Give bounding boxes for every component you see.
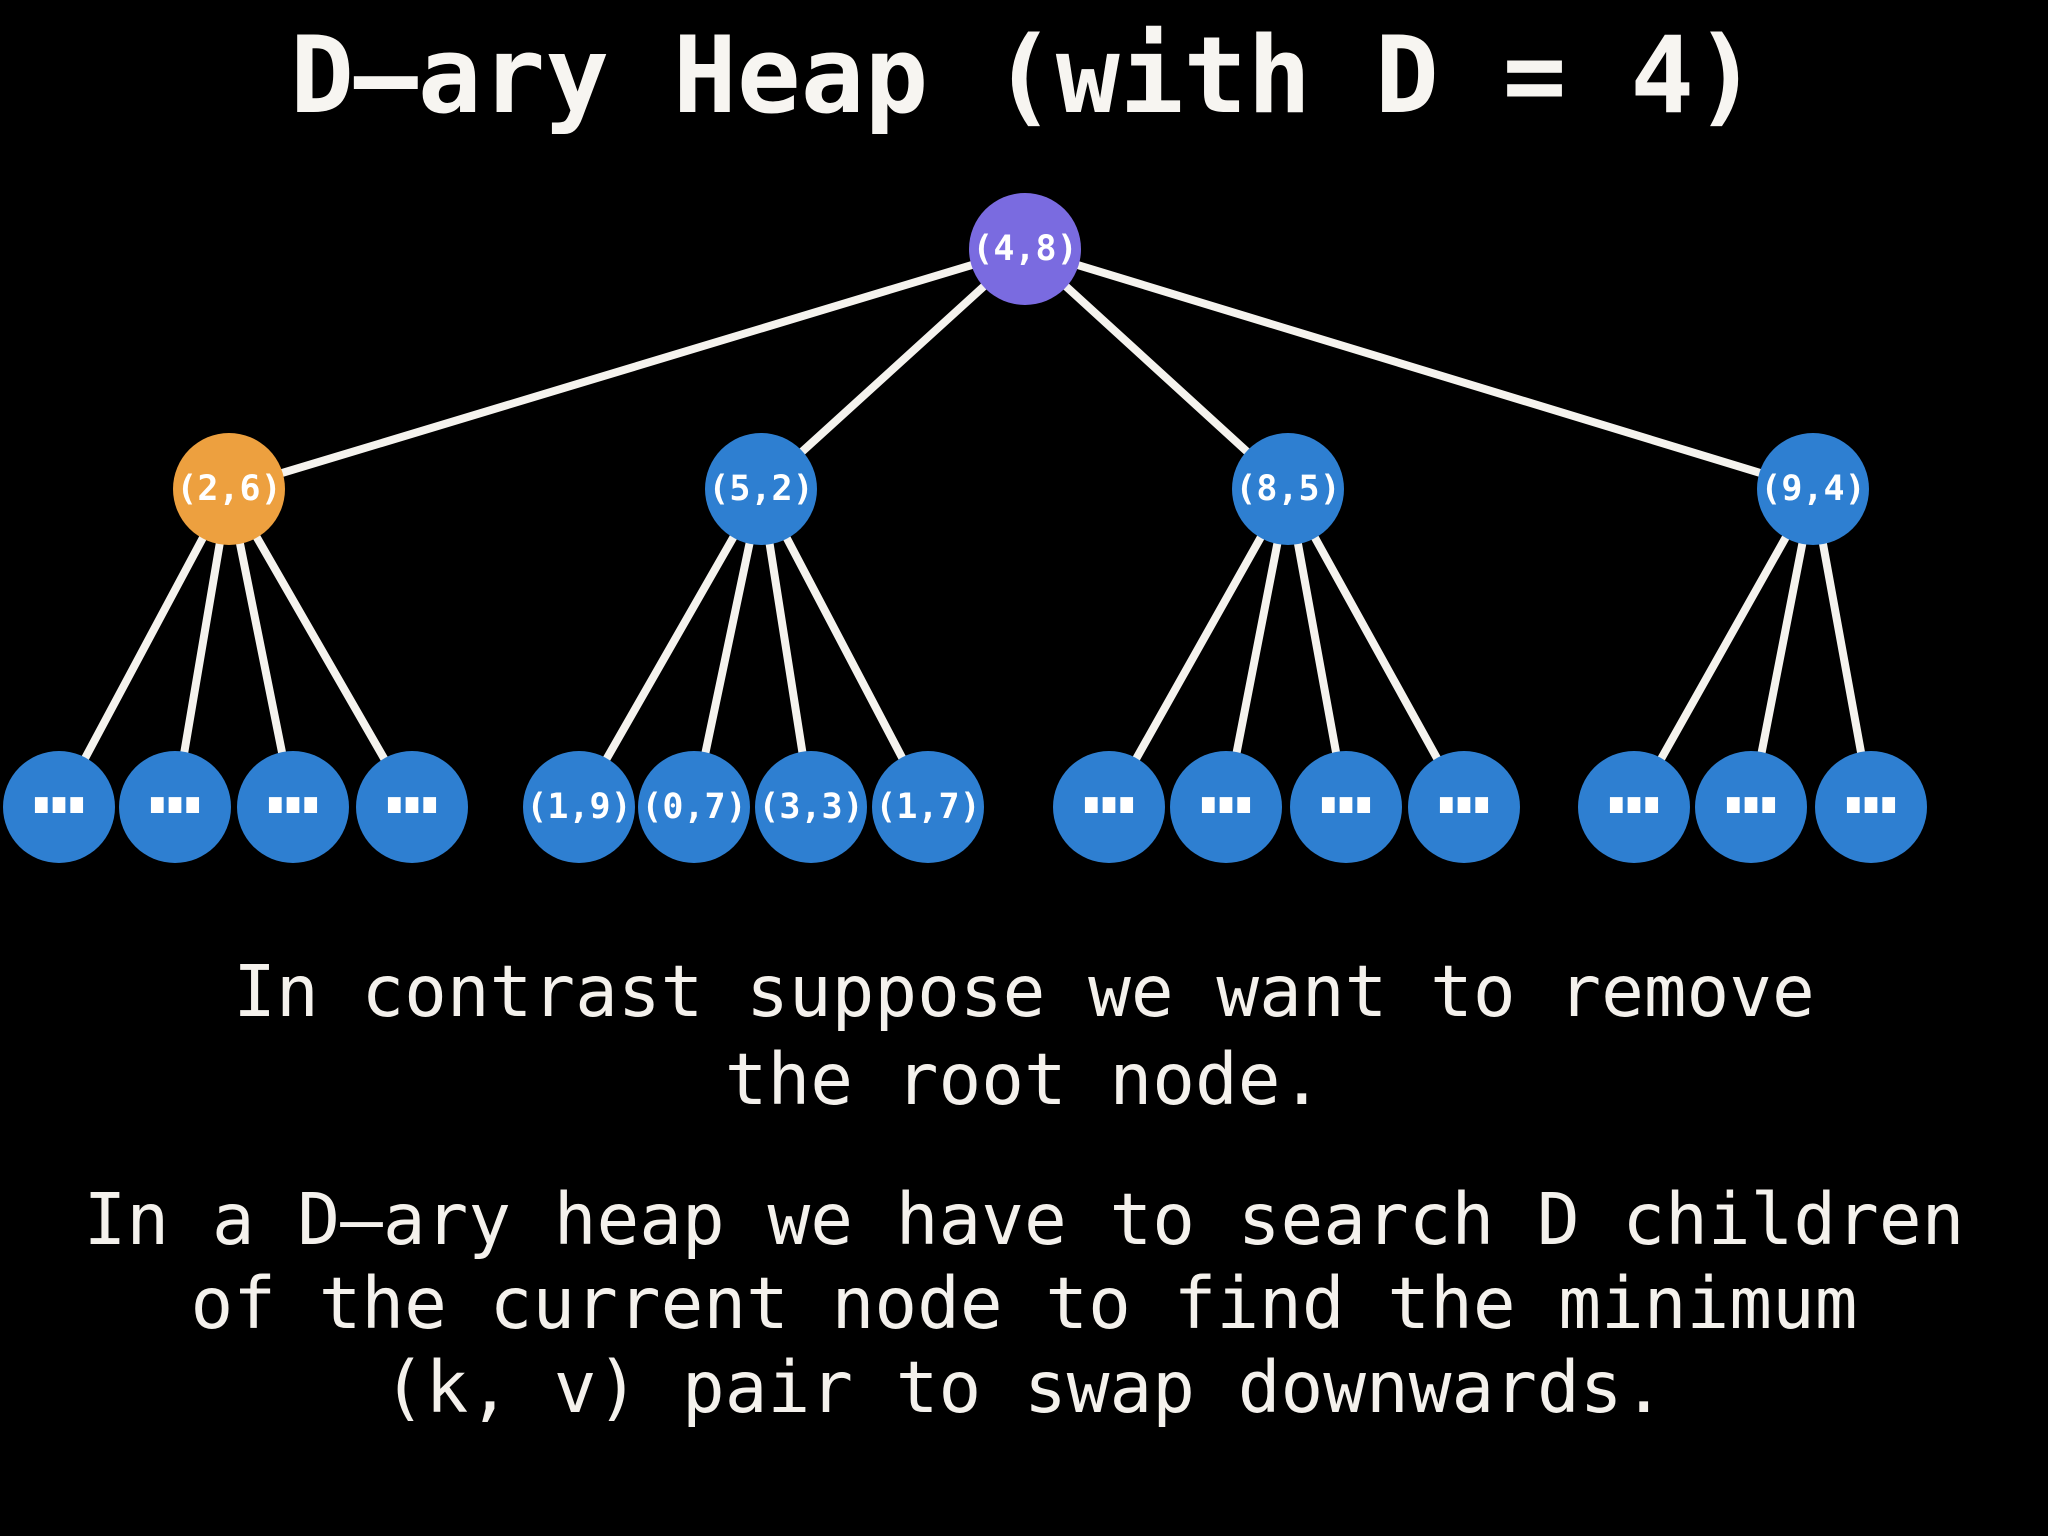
heap-node-label-n2c4: (1,7) <box>875 787 980 827</box>
heap-node-label-n1c3: … <box>267 731 320 834</box>
heap-node-label-n1c2: … <box>149 731 202 834</box>
heap-node-label-n4c2: … <box>1725 731 1778 834</box>
heap-node-label-n3: (8,5) <box>1235 469 1340 509</box>
tree-edge-n2-n2c4 <box>757 485 932 811</box>
heap-node-n1c2 <box>119 751 231 863</box>
heap-node-label-n4c3: … <box>1845 731 1898 834</box>
heap-node-n3 <box>1232 433 1344 545</box>
tree-edge-root-n3 <box>1021 245 1292 493</box>
heap-node-n1c1 <box>3 751 115 863</box>
tree-edge-n2-n2c1 <box>575 485 765 811</box>
caption-remove-root: In contrast suppose we want to remove th… <box>233 950 1815 1121</box>
heap-node-n4c3 <box>1815 751 1927 863</box>
heap-node-label-n2c2: (0,7) <box>641 787 746 827</box>
heap-node-n3c4 <box>1408 751 1520 863</box>
page-title: D–ary Heap (with D = 4) <box>290 14 1758 137</box>
heap-node-n4 <box>1757 433 1869 545</box>
heap-node-n2c3 <box>755 751 867 863</box>
tree-edge-root-n1 <box>225 245 1029 493</box>
heap-node-n2c2 <box>638 751 750 863</box>
heap-node-n3c1 <box>1053 751 1165 863</box>
tree-edge-n1-n1c1 <box>55 485 233 811</box>
heap-node-n3c3 <box>1290 751 1402 863</box>
heap-node-label-n1c4: … <box>386 731 439 834</box>
heap-node-label-n4: (9,4) <box>1760 469 1865 509</box>
heap-node-label-n1c1: … <box>33 731 86 834</box>
heap-node-n3c2 <box>1170 751 1282 863</box>
heap-node-label-root: (4,8) <box>972 229 1077 269</box>
tree-edge-n3-n3c4 <box>1284 485 1468 811</box>
heap-node-n2 <box>705 433 817 545</box>
heap-node-n4c2 <box>1695 751 1807 863</box>
heap-node-label-n2c3: (3,3) <box>758 787 863 827</box>
heap-node-label-n2: (5,2) <box>708 469 813 509</box>
tree-edge-n3-n3c1 <box>1105 485 1292 811</box>
tree-edge-n1-n1c4 <box>225 485 416 811</box>
heap-node-label-n2c1: (1,9) <box>526 787 631 827</box>
tree-edge-root-n2 <box>757 245 1029 493</box>
heap-node-n1c4 <box>356 751 468 863</box>
caption-dary-search: In a D–ary heap we have to search D chil… <box>83 1178 1965 1429</box>
heap-node-root <box>969 193 1081 305</box>
heap-node-label-n3c1: … <box>1083 731 1136 834</box>
heap-node-label-n3c2: … <box>1200 731 1253 834</box>
heap-node-label-n3c4: … <box>1438 731 1491 834</box>
heap-node-n4c1 <box>1578 751 1690 863</box>
heap-node-label-n3c3: … <box>1320 731 1373 834</box>
heap-node-n2c1 <box>523 751 635 863</box>
tree-edge-root-n4 <box>1021 245 1817 493</box>
heap-node-label-n4c1: … <box>1608 731 1661 834</box>
tree-edge-n4-n4c1 <box>1630 485 1817 811</box>
heap-node-n1 <box>173 433 285 545</box>
heap-node-n2c4 <box>872 751 984 863</box>
heap-node-label-n1: (2,6) <box>176 469 281 509</box>
heap-node-n1c3 <box>237 751 349 863</box>
